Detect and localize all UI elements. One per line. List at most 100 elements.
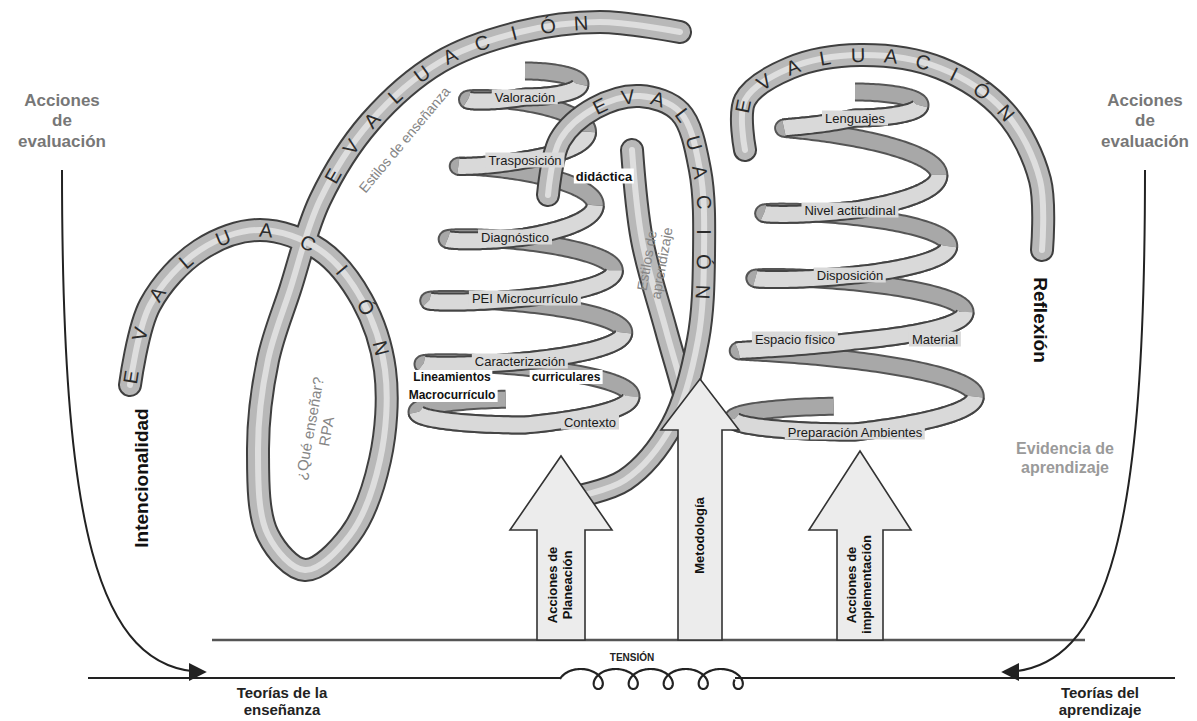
- theory-label: Teorías de la enseñanza: [212, 685, 352, 718]
- block-arrow: Acciones de Planeación: [509, 455, 613, 640]
- coil-label: PEI Microcurrículo: [469, 291, 581, 306]
- ribbon-front: [784, 105, 920, 128]
- letter: V: [129, 325, 152, 343]
- letter: N: [693, 284, 714, 299]
- ribbon-front-edge: [738, 312, 965, 351]
- letter: U: [850, 45, 865, 65]
- arrow-outline: [510, 456, 612, 640]
- tube-group: [130, 22, 1043, 570]
- letter: C: [913, 51, 932, 74]
- theory-label: Teorías del aprendizaje: [1030, 685, 1170, 718]
- letter: U: [683, 133, 706, 152]
- side-label: Acciones de evaluación: [14, 91, 110, 152]
- coil-label: Nivel actitudinal: [801, 203, 898, 218]
- letter: E: [732, 98, 754, 115]
- tube-body: [742, 55, 1043, 250]
- spring-symbol: [560, 669, 743, 689]
- coil-label: Disposición: [814, 268, 886, 283]
- tube-highlight: [742, 55, 1043, 250]
- letter: Ó: [538, 15, 557, 37]
- feedback-arrow: [1003, 170, 1145, 672]
- letter: A: [649, 88, 668, 111]
- letter: C: [472, 31, 492, 55]
- letter: V: [339, 136, 363, 158]
- letter: Ó: [694, 254, 714, 270]
- spring-label: TENSIÓN: [610, 652, 654, 663]
- ground-line: [735, 677, 1175, 679]
- letter: I: [694, 229, 714, 235]
- ground-line: [88, 677, 560, 679]
- letter: I: [332, 262, 351, 279]
- block-arrow: Acciones de implementación: [808, 450, 912, 640]
- letter: A: [440, 44, 461, 68]
- evaluation-tube: [742, 55, 1043, 250]
- axis-label: Intencionalidad: [132, 408, 153, 547]
- ribbon-front: [738, 312, 965, 351]
- letter: A: [883, 46, 898, 67]
- letter: A: [145, 283, 169, 305]
- letter: N: [994, 101, 1019, 125]
- feedback-arrow: [62, 170, 205, 672]
- tube-highlight: [130, 22, 680, 570]
- axis-label: Reflexión: [1030, 277, 1051, 363]
- tube-label: Estilos de aprendizaje: [632, 217, 677, 306]
- coil-label: Valoración: [492, 90, 558, 105]
- letter: L: [384, 85, 406, 107]
- tube-edge: [742, 55, 1043, 250]
- coil-note: Macrocurrículo: [407, 388, 498, 402]
- coil-label: Lenguajes: [822, 111, 888, 126]
- loop-label: ¿Qué enseñar? RPA: [291, 373, 344, 487]
- letter: E: [321, 165, 345, 186]
- letter: A: [783, 55, 803, 78]
- coil-note: didáctica: [574, 169, 634, 184]
- ribbon-front-edge: [784, 105, 920, 128]
- evaluation-tube: [130, 22, 680, 570]
- block-arrow: Metodología: [660, 378, 740, 640]
- letter: E: [120, 369, 142, 385]
- ribbon-back: [733, 92, 975, 432]
- letter: U: [410, 62, 433, 87]
- arrow-label: Metodología: [693, 436, 708, 634]
- tube-label: Estilos de enseñanza: [356, 84, 453, 196]
- coil-note: Lineamientos: [411, 370, 492, 384]
- letter: E: [589, 94, 610, 118]
- coil-label: Material: [909, 332, 961, 347]
- letter: Ó: [970, 79, 994, 104]
- coil-label: Preparación Ambientes: [785, 425, 925, 440]
- letter: L: [671, 105, 694, 126]
- arrow-outline: [661, 379, 739, 640]
- letter: A: [360, 109, 384, 132]
- letter: U: [213, 226, 234, 250]
- tube-edge: [130, 22, 680, 570]
- ribbon-back-edge: [733, 92, 975, 432]
- letter: N: [574, 12, 590, 33]
- letter: V: [620, 86, 636, 108]
- letter: C: [297, 231, 319, 255]
- base-line: [212, 639, 1085, 642]
- arrow-label: Acciones de Planeación: [546, 536, 576, 634]
- arrow-outline: [809, 451, 911, 640]
- letter: L: [818, 47, 832, 69]
- letter: A: [689, 164, 711, 181]
- side-label: Evidencia de aprendizaje: [990, 439, 1140, 477]
- letter: A: [259, 220, 274, 241]
- coil-label: Contexto: [561, 415, 619, 430]
- spiral-ribbon: [733, 92, 975, 432]
- arrow-label: Acciones de implementación: [845, 536, 875, 634]
- coil-label: Diagnóstico: [478, 230, 552, 245]
- spring-coil: [560, 669, 743, 689]
- coil-label: Trasposición: [485, 153, 564, 168]
- coil-note: curriculares: [530, 370, 603, 384]
- letter: I: [947, 64, 961, 84]
- coil-label: Caracterización: [472, 354, 568, 369]
- letter: N: [369, 339, 392, 358]
- letter: L: [175, 250, 196, 272]
- letter: C: [693, 194, 714, 209]
- letter: V: [752, 70, 774, 94]
- tube-body: [130, 22, 680, 570]
- coil-label: Espacio físico: [752, 332, 838, 347]
- side-label: Acciones de evaluación: [1097, 91, 1193, 152]
- letter: Ó: [353, 296, 378, 319]
